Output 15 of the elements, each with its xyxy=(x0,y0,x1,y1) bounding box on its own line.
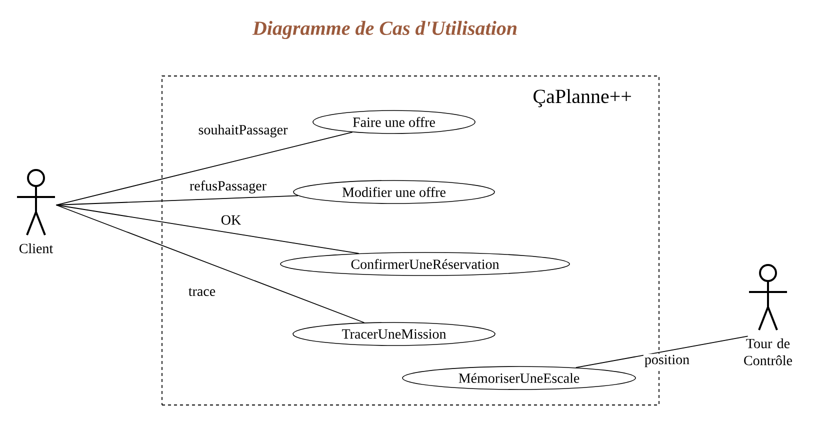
title: Diagramme de Cas d'Utilisation xyxy=(252,20,517,40)
association-line xyxy=(575,336,748,368)
edge-label: position xyxy=(643,354,691,368)
association-line xyxy=(56,204,360,254)
association-line xyxy=(56,204,365,324)
edge-label: trace xyxy=(187,287,217,297)
node-label: Tour de Contrôle xyxy=(744,338,792,366)
association-line xyxy=(56,195,299,206)
node-label: Client xyxy=(19,243,54,254)
association-line xyxy=(56,132,353,206)
edge-label: refusPassager xyxy=(188,180,268,194)
edge-label: OK xyxy=(220,214,242,226)
actor-figure: Tour de Contrôle xyxy=(744,264,792,366)
actor-figure: Client xyxy=(17,169,55,254)
edge-label: souhaitPassager xyxy=(197,124,289,138)
